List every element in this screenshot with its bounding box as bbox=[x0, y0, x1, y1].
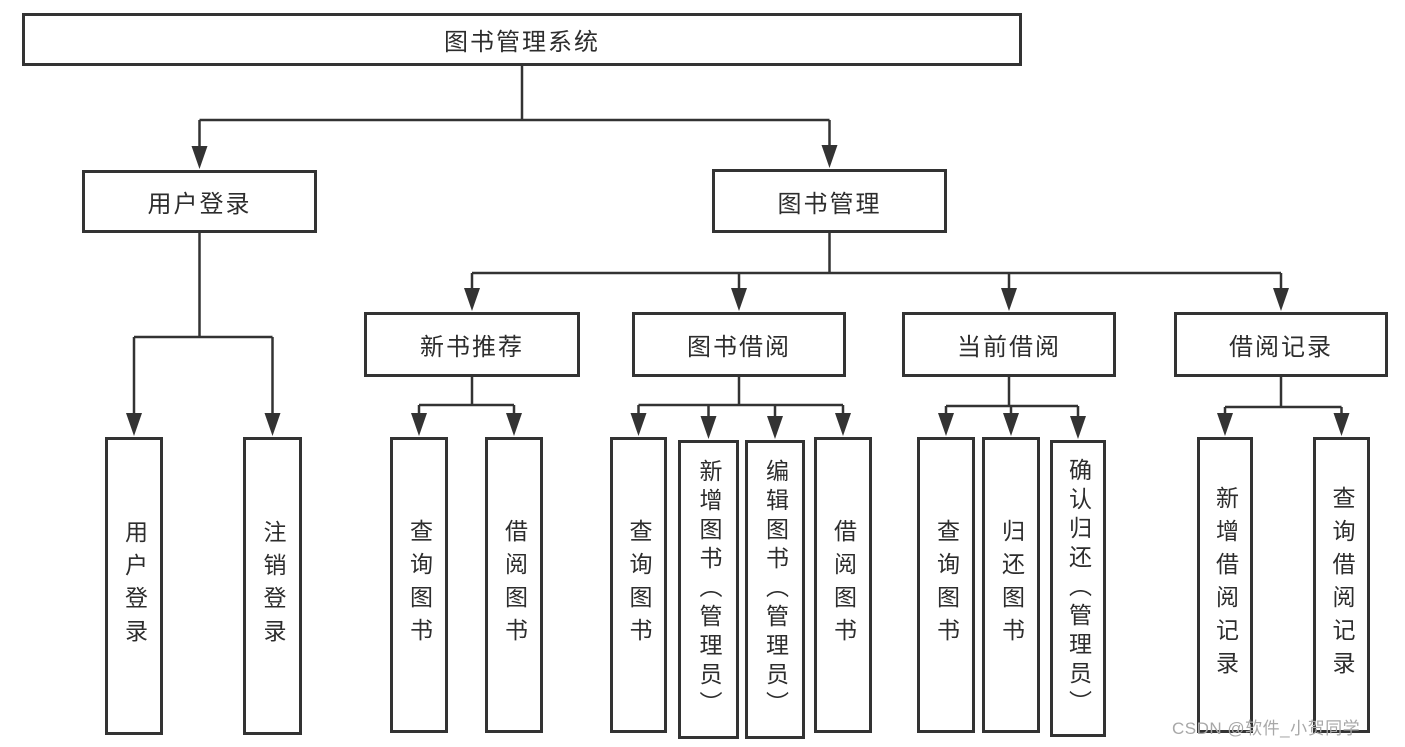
node-label: 新增图书（管理员） bbox=[696, 459, 722, 720]
node-records-query-record: 查询借阅记录 bbox=[1313, 437, 1370, 733]
node-label: 用户登录 bbox=[147, 191, 252, 218]
node-label: 新增借阅记录 bbox=[1212, 486, 1239, 684]
arrowhead-icon bbox=[835, 413, 851, 436]
node-label: 查询图书 bbox=[626, 519, 652, 651]
node-label: 确认归还（管理员） bbox=[1065, 458, 1092, 719]
node-label: 借阅图书 bbox=[830, 519, 857, 651]
arrowhead-icon bbox=[1217, 413, 1233, 436]
node-library-system: 图书管理系统 bbox=[22, 13, 1022, 66]
node-label: 图书管理 bbox=[777, 190, 882, 218]
node-book-borrowing: 图书借阅 bbox=[632, 312, 846, 377]
arrowhead-icon bbox=[191, 146, 208, 169]
arrowhead-icon bbox=[411, 413, 427, 436]
node-label: 借阅图书 bbox=[501, 519, 528, 651]
node-logout-item: 注销登录 bbox=[243, 437, 302, 735]
node-user-login: 用户登录 bbox=[82, 170, 317, 233]
arrowhead-icon bbox=[126, 413, 142, 436]
node-records-add-record: 新增借阅记录 bbox=[1197, 437, 1253, 733]
node-borrowing-borrow-books: 借阅图书 bbox=[814, 437, 872, 733]
arrowhead-icon bbox=[1003, 413, 1019, 436]
arrowhead-icon bbox=[938, 413, 954, 436]
node-book-management: 图书管理 bbox=[712, 169, 947, 233]
arrowhead-icon bbox=[1001, 288, 1017, 311]
arrowhead-icon bbox=[767, 416, 783, 439]
node-new-book-recommend: 新书推荐 bbox=[364, 312, 580, 377]
node-current-return-books: 归还图书 bbox=[982, 437, 1040, 733]
arrowhead-icon bbox=[821, 145, 838, 168]
arrowhead-icon bbox=[700, 416, 717, 439]
node-current-query-books: 查询图书 bbox=[917, 437, 975, 733]
node-label: 归还图书 bbox=[998, 519, 1025, 651]
node-borrowing-edit-books: 编辑图书（管理员） bbox=[745, 440, 805, 739]
node-label: 用户登录 bbox=[121, 520, 148, 652]
node-label: 编辑图书（管理员） bbox=[762, 459, 789, 720]
node-label: 图书管理系统 bbox=[444, 29, 600, 56]
node-current-borrowing: 当前借阅 bbox=[902, 312, 1116, 377]
node-borrowing-query-books: 查询图书 bbox=[610, 437, 667, 733]
arrowhead-icon bbox=[1273, 288, 1289, 311]
node-current-confirm-return: 确认归还（管理员） bbox=[1050, 440, 1106, 737]
node-label: 查询图书 bbox=[406, 519, 433, 651]
node-label: 查询借阅记录 bbox=[1329, 486, 1355, 684]
arrowhead-icon bbox=[506, 413, 522, 436]
arrowhead-icon bbox=[731, 288, 747, 311]
node-borrowing-add-books: 新增图书（管理员） bbox=[678, 440, 739, 739]
arrowhead-icon bbox=[464, 288, 480, 311]
node-label: 新书推荐 bbox=[420, 334, 524, 361]
node-label: 借阅记录 bbox=[1229, 334, 1333, 361]
node-label: 注销登录 bbox=[260, 520, 286, 652]
arrowhead-icon bbox=[1333, 413, 1350, 436]
node-user-login-item: 用户登录 bbox=[105, 437, 163, 735]
node-recommend-borrow-books: 借阅图书 bbox=[485, 437, 543, 733]
arrowhead-icon bbox=[264, 413, 281, 436]
node-borrowing-records: 借阅记录 bbox=[1174, 312, 1388, 377]
node-label: 查询图书 bbox=[933, 519, 960, 651]
arrowhead-icon bbox=[1070, 416, 1086, 439]
watermark-text: CSDN @软件_小贺同学 bbox=[1172, 719, 1361, 738]
node-label: 当前借阅 bbox=[957, 334, 1061, 361]
node-recommend-query-books: 查询图书 bbox=[390, 437, 448, 733]
arrowhead-icon bbox=[630, 413, 647, 436]
node-label: 图书借阅 bbox=[687, 334, 791, 361]
